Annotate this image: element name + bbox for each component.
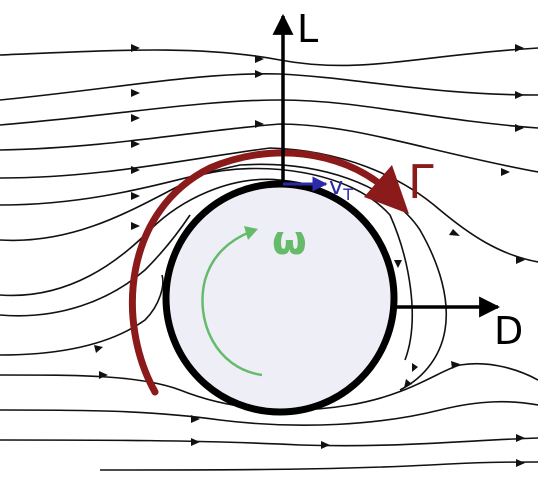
omega-label: ω [272,218,307,264]
circulation-label: Γ [408,155,434,209]
streamline [0,437,538,447]
tangential-velocity-label: vT [329,172,353,204]
streamline [0,214,191,317]
circulation-arc [128,149,389,396]
streamline [0,99,538,129]
circulation-arrowhead [364,165,409,214]
lift-label: L [297,7,318,51]
streamline [0,400,538,426]
streamline [0,123,538,173]
drag-label: D [494,309,523,353]
streamline [99,461,538,471]
rotation-arrow [201,230,263,377]
streamline [0,47,538,67]
streamline [0,73,538,101]
streamline [0,167,413,361]
streamline-arrows [94,44,525,467]
rotation-arrowhead [244,226,258,240]
